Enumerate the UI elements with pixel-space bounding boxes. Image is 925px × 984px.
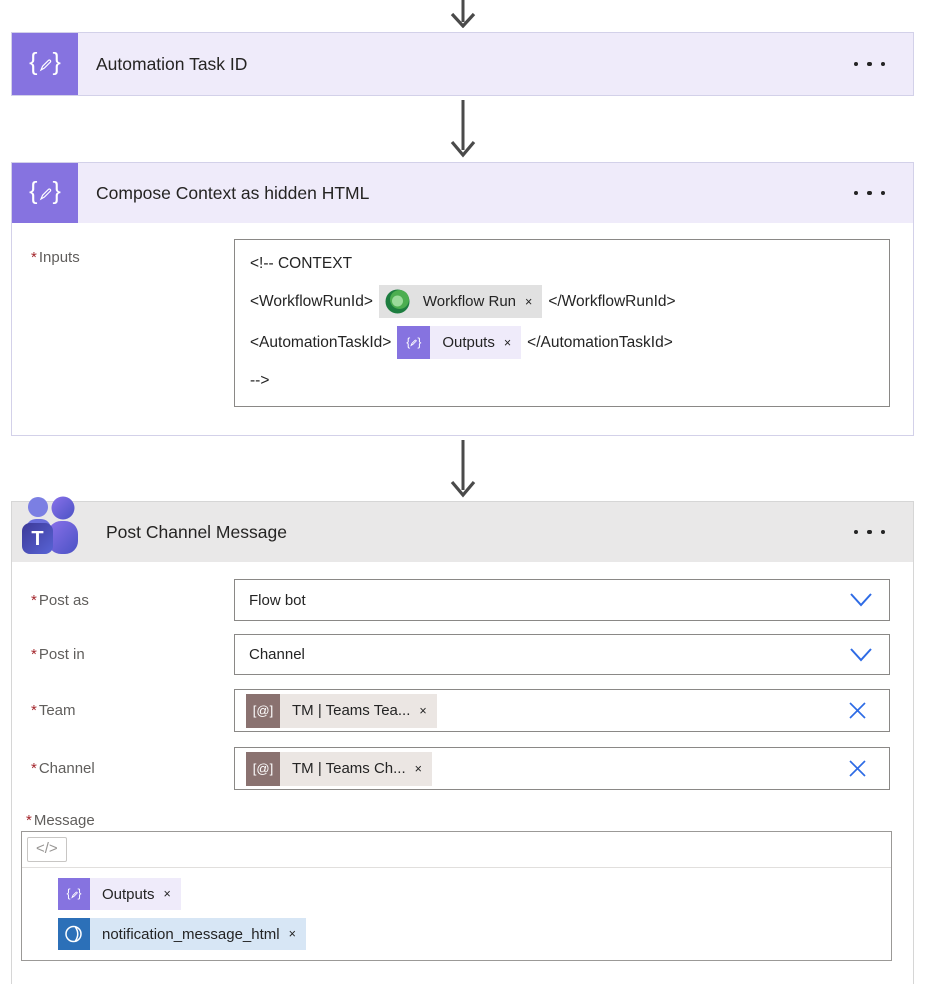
message-editor[interactable]: </> {} Outputs× notificatio [21, 831, 892, 961]
token-channel[interactable]: [@] TM | Teams Ch...× [246, 751, 432, 786]
action-card-compose-context: { } Compose Context as hidden HTML *Inpu… [11, 162, 914, 436]
teams-logo-icon: T [12, 494, 92, 558]
compose-pencil-icon: { } [12, 33, 78, 95]
token-outputs[interactable]: {} Outputs× [58, 878, 181, 910]
arrow-down-icon [450, 440, 475, 498]
ellipsis-icon[interactable] [852, 524, 888, 541]
token-notification-message-html[interactable]: notification_message_html× [58, 918, 306, 950]
connector-incoming [0, 0, 925, 28]
code-text: </AutomationTaskId> [527, 333, 673, 351]
code-text: <AutomationTaskId> [250, 333, 392, 351]
at-parameter-icon: [@] [246, 693, 280, 728]
action-title: Compose Context as hidden HTML [96, 182, 370, 203]
compose-pencil-icon: {} [58, 878, 90, 910]
action-header[interactable]: T Post Channel Message [12, 496, 913, 562]
post-in-label: *Post in [31, 646, 85, 663]
post-in-dropdown[interactable]: Channel [234, 634, 890, 675]
post-as-label: *Post as [31, 591, 89, 609]
token-remove-icon[interactable]: × [503, 335, 512, 350]
code-text: <WorkflowRunId> [250, 292, 373, 310]
at-parameter-icon: [@] [246, 751, 280, 786]
token-label: Workflow Run [422, 293, 517, 310]
code-text: </WorkflowRunId> [548, 292, 676, 310]
message-content[interactable]: {} Outputs× notification_message_html× [22, 868, 891, 960]
post-as-value: Flow bot [249, 591, 306, 609]
token-label: notification_message_html× [90, 918, 306, 950]
code-text: --> [250, 372, 270, 389]
token-remove-icon[interactable]: × [525, 294, 533, 309]
action-title: Post Channel Message [106, 521, 287, 542]
token-remove-icon[interactable]: × [163, 887, 171, 901]
token-remove-icon[interactable]: × [419, 703, 427, 718]
inputs-editor[interactable]: <!-- CONTEXT <WorkflowRunId> Workflow Ru… [234, 239, 890, 407]
arrow-down-icon [450, 100, 475, 158]
action-title: Automation Task ID [96, 53, 248, 74]
token-remove-icon[interactable]: × [288, 927, 296, 941]
code-view-icon[interactable]: </> [27, 837, 67, 862]
token-remove-icon[interactable]: × [414, 761, 422, 776]
code-text: <!-- CONTEXT [250, 255, 353, 272]
team-label: *Team [31, 702, 76, 719]
post-in-value: Channel [249, 646, 305, 663]
svg-text:T: T [31, 528, 43, 550]
compose-pencil-icon: {} [397, 326, 431, 359]
ellipsis-icon[interactable] [852, 56, 888, 73]
channel-picker[interactable]: [@] TM | Teams Ch...× [234, 747, 890, 790]
ellipsis-icon[interactable] [852, 185, 888, 202]
token-label: Outputs× [90, 878, 181, 910]
token-team[interactable]: [@] TM | Teams Tea...× [246, 693, 437, 728]
arrow-down-icon [450, 0, 475, 28]
compose-pencil-icon: { } [12, 163, 78, 223]
token-label: Outputs× [430, 326, 522, 359]
variable-icon [58, 918, 90, 950]
channel-label: *Channel [31, 760, 95, 777]
token-label: TM | Teams Ch...× [280, 751, 432, 786]
chevron-down-icon[interactable] [849, 647, 873, 663]
post-as-dropdown[interactable]: Flow bot [234, 579, 890, 621]
action-card-automation-task-id: { } Automation Task ID [11, 32, 914, 96]
chevron-down-icon[interactable] [849, 592, 873, 608]
connector [0, 96, 925, 162]
inputs-field-label: *Inputs [31, 249, 80, 266]
action-header[interactable]: { } Compose Context as hidden HTML [12, 163, 913, 223]
editor-toolbar: </> [22, 832, 891, 868]
team-picker[interactable]: [@] TM | Teams Tea...× [234, 689, 890, 732]
message-label: *Message [26, 812, 95, 829]
action-header[interactable]: { } Automation Task ID [12, 33, 913, 95]
token-outputs[interactable]: {} Outputs× [397, 326, 522, 359]
token-workflow-run[interactable]: Workflow Run × [378, 285, 543, 318]
power-automate-run-icon [385, 289, 410, 314]
connector [0, 436, 925, 501]
token-label: TM | Teams Tea...× [280, 693, 437, 728]
clear-icon[interactable] [846, 699, 869, 722]
clear-icon[interactable] [846, 757, 869, 780]
action-card-post-channel-message: T Post Channel Message *Post as Flow bot… [11, 496, 914, 984]
